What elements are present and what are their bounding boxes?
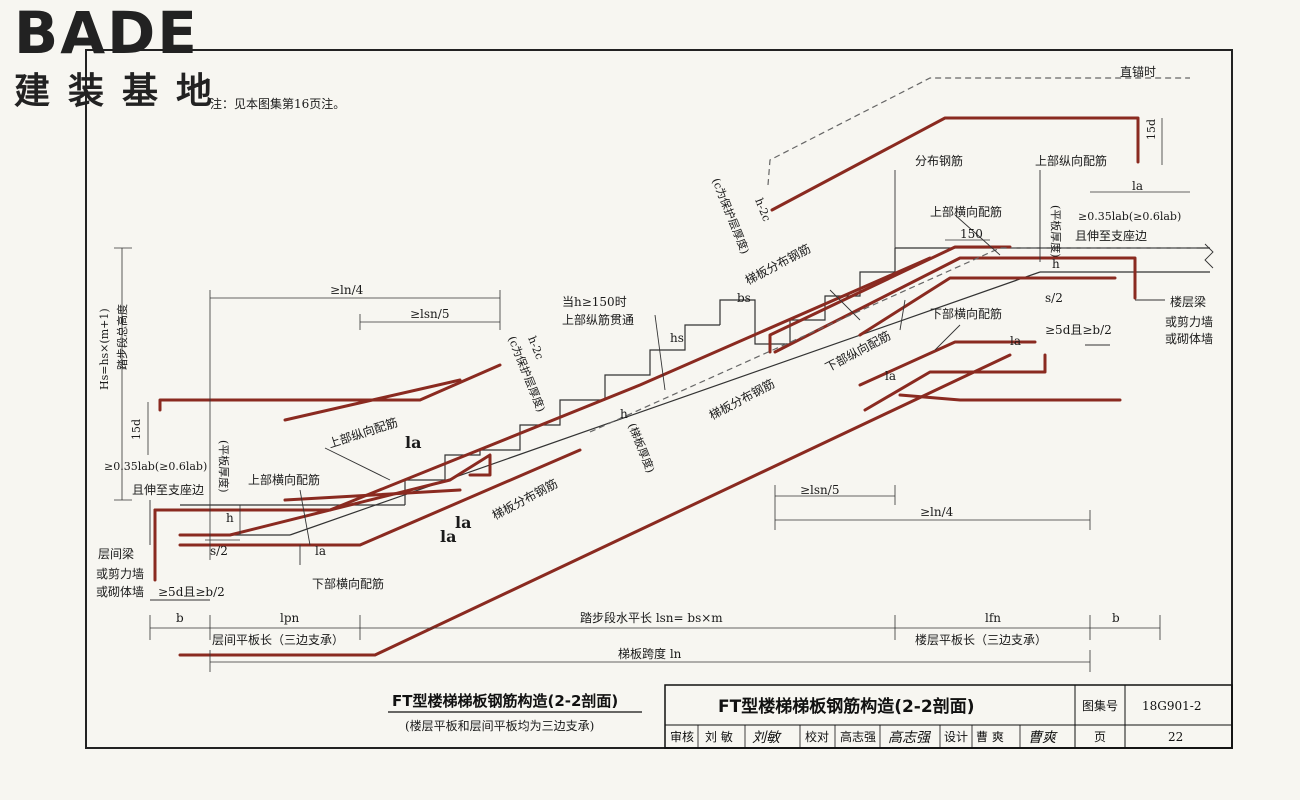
label-s2-left: s/2 (210, 544, 228, 558)
page-number: 22 (1168, 730, 1183, 744)
label-la-big1: la (440, 527, 456, 546)
label-slab-thickness-left: (平板厚度) (217, 440, 231, 493)
label-lsn5-top: ≥lsn/5 (410, 307, 449, 321)
label-or-masonry-left: 或砌体墙 (96, 585, 144, 599)
reviewer-name: 刘 敏 (705, 729, 733, 744)
review-label: 审核 (670, 729, 694, 744)
page-label: 页 (1094, 730, 1106, 744)
label-stair-dist-rebar-low: 梯板分布钢筋 (489, 476, 560, 523)
logo-main-text: BADE (14, 0, 199, 67)
label-15d-left: 15d (130, 419, 143, 440)
label-stair-dist-rebar-mid: 梯板分布钢筋 (706, 376, 777, 423)
label-hs: hs (670, 331, 684, 345)
label-upper-trans-rebar-right: 上部横向配筋 (930, 204, 1002, 219)
dim-step-horizontal: 踏步段水平长 lsn= bs×m (580, 610, 723, 625)
label-ln4-top: ≥ln/4 (330, 283, 364, 297)
checker-name: 高志强 (840, 729, 876, 744)
atlas-number: 18G901-2 (1142, 699, 1201, 713)
label-Hs: Hs=hs×(m+1) (98, 308, 111, 390)
label-h2c-left: h-2c (525, 334, 546, 361)
caption-subtitle: (楼层平板和层间平板均为三边支承) (405, 718, 594, 733)
label-upper-long-through: 上部纵筋贯通 (562, 312, 634, 327)
label-Hs-desc: 踏步段总高度 (115, 304, 129, 370)
atlas-label: 图集号 (1082, 698, 1118, 713)
designer-name: 曹 爽 (976, 730, 1004, 744)
label-when-h150: 当h≥150时 (562, 295, 627, 309)
logo: BADE 建装基地 (8, 2, 258, 114)
title-block: FT型楼梯梯板钢筋构造(2-2剖面) 图集号 18G901-2 审核 刘 敏 刘… (664, 684, 1233, 749)
label-min5d-right: ≥5d且≥b/2 (1045, 323, 1112, 337)
straight-anchor-dashed (767, 77, 1190, 186)
label-upper-long-rebar-left: 上部纵向配筋 (326, 414, 399, 451)
dim-b-left: b (176, 611, 184, 625)
logo-sub-text: 建装基地 (14, 71, 231, 112)
labels: 直锚时 分布钢筋 上部纵向配筋 la ≥0.35lab(≥0.6lab) 且伸至… (96, 64, 1213, 599)
note-text: 注：见本图集第16页注。 (210, 96, 345, 111)
label-slab-thickness-right: (平板厚度) (1049, 205, 1063, 258)
label-stair-dist-rebar-top: 梯板分布钢筋 (742, 241, 813, 288)
label-150: 150 (960, 227, 983, 241)
bottom-dimension-labels: b lpn 踏步段水平长 lsn= bs×m lfn b 层间平板长（三边支承）… (176, 610, 1120, 661)
design-label: 设计 (944, 730, 968, 744)
label-la-mid2: la (885, 369, 896, 383)
label-h2c-right: h-2c (752, 196, 773, 223)
checker-signature: 高志强 (888, 730, 932, 746)
label-stair-thickness: (梯板厚度) (625, 421, 658, 475)
dim-lpn: lpn (280, 611, 300, 625)
label-h-right: h (1052, 257, 1060, 271)
label-upper-trans-rebar-left: 上部横向配筋 (248, 472, 320, 487)
label-lower-trans-rebar-right: 下部横向配筋 (930, 306, 1002, 321)
designer-signature: 曹爽 (1028, 730, 1058, 746)
rebars (153, 116, 1140, 657)
dimension-lines (114, 118, 1190, 672)
label-h-mid: h (620, 407, 628, 421)
label-extend-support-right: 且伸至支座边 (1075, 228, 1147, 243)
label-la-left: la (405, 433, 421, 452)
title-block-title: FT型楼梯梯板钢筋构造(2-2剖面) (718, 696, 974, 717)
reviewer-signature: 刘敏 (752, 730, 782, 746)
caption: FT型楼梯梯板钢筋构造(2-2剖面) (楼层平板和层间平板均为三边支承) (388, 692, 642, 733)
label-cover-right: (c为保护层厚度) (709, 176, 752, 256)
label-anchor-035-left: ≥0.35lab(≥0.6lab) (104, 460, 207, 473)
label-or-shear-wall-left: 或剪力墙 (96, 566, 144, 581)
label-ln4-bottom: ≥ln/4 (920, 505, 954, 519)
label-lower-trans-rebar-left: 下部横向配筋 (312, 576, 384, 591)
drawing-frame (85, 49, 1233, 749)
label-min5d-left: ≥5d且≥b/2 (158, 585, 225, 599)
label-la-lower-left: la (315, 544, 326, 558)
label-extend-support-left: 且伸至支座边 (132, 482, 204, 497)
label-la-right: la (1132, 179, 1143, 193)
label-anchor-035-right: ≥0.35lab(≥0.6lab) (1078, 210, 1181, 223)
label-la-big2: la (455, 513, 471, 532)
dim-lfn: lfn (985, 611, 1001, 625)
label-15d-right: 15d (1145, 119, 1158, 140)
dim-floor-slab-length: 楼层平板长（三边支承） (915, 632, 1047, 647)
caption-title: FT型楼梯梯板钢筋构造(2-2剖面) (392, 692, 618, 710)
label-lower-long-rebar: 下部纵向配筋 (822, 328, 893, 375)
label-inter-beam: 层间梁 (98, 546, 134, 561)
dim-inter-slab-length: 层间平板长（三边支承） (212, 633, 344, 647)
label-floor-beam: 楼层梁 (1170, 294, 1206, 309)
label-upper-long-rebar-right: 上部纵向配筋 (1035, 153, 1107, 168)
label-h-left: h (226, 511, 234, 525)
check-label: 校对 (805, 729, 829, 744)
dim-span: 梯板跨度 ln (618, 646, 682, 661)
label-dist-rebar: 分布钢筋 (915, 153, 963, 168)
label-bs: bs (737, 291, 751, 305)
label-or-masonry-right: 或砌体墙 (1165, 332, 1213, 346)
label-or-shear-wall-right: 或剪力墙 (1165, 314, 1213, 329)
label-lsn5-bottom: ≥lsn/5 (800, 483, 839, 497)
label-la-mid1: la (1010, 334, 1021, 348)
slab-dashed-line (589, 247, 1200, 433)
dim-b-right: b (1112, 611, 1120, 625)
label-s2-right: s/2 (1045, 291, 1063, 305)
label-straight-anchor: 直锚时 (1120, 64, 1156, 79)
